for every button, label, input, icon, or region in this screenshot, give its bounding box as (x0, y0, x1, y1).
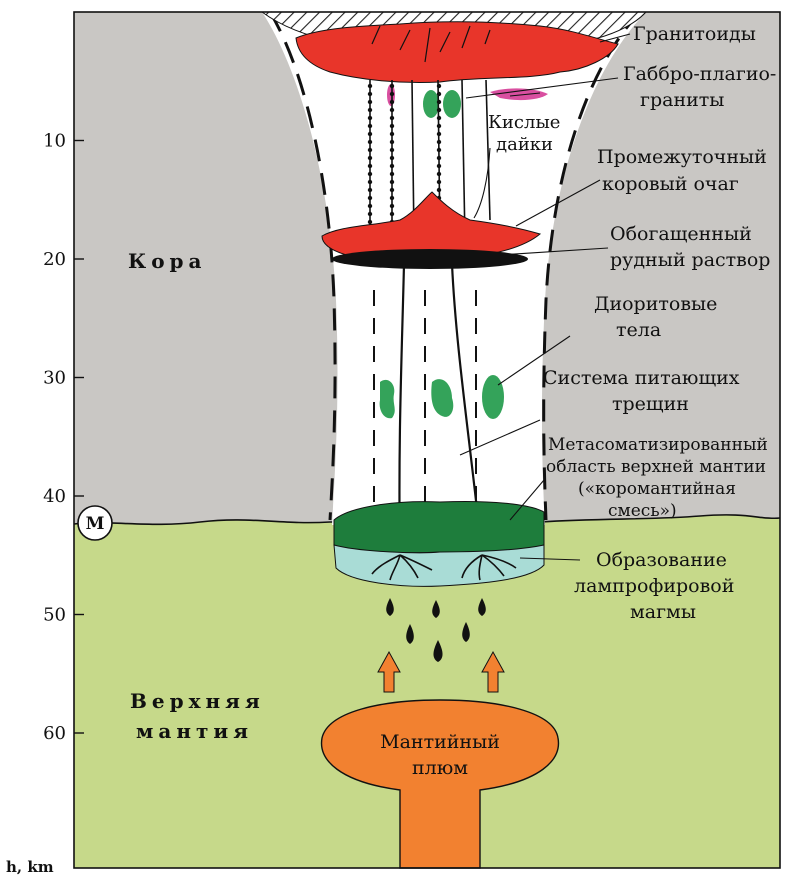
label-metasom-line2: область верхней мантии (546, 457, 766, 477)
dike-bead (437, 100, 441, 104)
dike-bead (368, 212, 372, 216)
dike-bead (390, 204, 394, 208)
ore-fluid-lens (332, 249, 528, 269)
label-lamprophyre-line2: лампрофировой (574, 575, 734, 597)
label-acid-dikes-line2: дайки (496, 134, 553, 155)
dike-bead (368, 196, 372, 200)
dike-bead (390, 156, 394, 160)
label-granitoids: Гранитоиды (633, 23, 756, 45)
label-intermediate-line1: Промежуточный (597, 146, 767, 168)
dike-bead (390, 84, 394, 88)
dike-bead (390, 212, 394, 216)
dike-bead (368, 148, 372, 152)
dike-bead (368, 180, 372, 184)
label-diorite-line2: тела (616, 319, 661, 341)
dike-bead (368, 84, 372, 88)
metasomatized-zone (334, 501, 544, 552)
dike-bead (368, 132, 372, 136)
dike-bead (437, 188, 441, 192)
label-diorite-line1: Диоритовые (594, 293, 717, 315)
dike-bead (437, 156, 441, 160)
mantle-label-line1: Верхняя (130, 689, 265, 713)
depth-tick-label: 50 (43, 605, 66, 626)
dike-bead (437, 124, 441, 128)
moho-marker-label: M (86, 514, 105, 534)
dike-bead (437, 180, 441, 184)
mantle-label-line2: мантия (136, 719, 253, 743)
dike-bead (390, 180, 394, 184)
dike-bead (390, 196, 394, 200)
label-intermediate-line2: коровый очаг (602, 173, 739, 195)
diorite-body-3 (482, 375, 504, 419)
dike-bead (437, 84, 441, 88)
diorite-body-1 (380, 380, 395, 418)
dike-bead (390, 124, 394, 128)
label-gabbro-line2: граниты (640, 89, 724, 111)
dike-bead (368, 124, 372, 128)
dike-bead (390, 132, 394, 136)
dike-bead (368, 156, 372, 160)
dike-bead (390, 164, 394, 168)
gabbro-green-2 (443, 90, 461, 118)
dike-bead (390, 108, 394, 112)
label-acid-dikes-line1: Кислые (488, 112, 560, 133)
dike-bead (437, 132, 441, 136)
label-ore-line1: Обогащенный (610, 223, 752, 245)
dike-bead (368, 116, 372, 120)
depth-tick-label: 10 (43, 131, 66, 152)
dike-bead (390, 188, 394, 192)
dike-bead (437, 108, 441, 112)
dike-bead (368, 140, 372, 144)
dike-bead (368, 220, 372, 224)
label-metasom-line1: Метасоматизированный (548, 435, 768, 455)
gabbro-green-1 (423, 90, 439, 118)
dike-bead (437, 140, 441, 144)
dike-bead (390, 140, 394, 144)
label-metasom-line4: смесь») (608, 501, 677, 521)
dike-bead (390, 116, 394, 120)
label-ore-line2: рудный раствор (610, 249, 770, 271)
label-feeder-line2: трещин (612, 393, 689, 415)
label-lamprophyre-line3: магмы (630, 601, 696, 623)
label-plume-line1: Мантийный (380, 731, 500, 753)
dike-bead (368, 100, 372, 104)
depth-tick-label: 40 (43, 486, 66, 507)
depth-tick-label: 30 (43, 368, 66, 389)
dike-bead (437, 148, 441, 152)
dike-bead (437, 164, 441, 168)
label-gabbro-line1: Габбро-плагио- (623, 63, 776, 85)
dike-bead (368, 204, 372, 208)
depth-tick-label: 20 (43, 249, 66, 270)
dike-bead (437, 116, 441, 120)
crust-label: Кора (128, 249, 206, 273)
dike-bead (368, 92, 372, 96)
dike-bead (390, 100, 394, 104)
label-metasom-line3: («коромантийная (578, 479, 736, 499)
dike-bead (368, 164, 372, 168)
dike-bead (437, 92, 441, 96)
dike-bead (390, 172, 394, 176)
dike-bead (368, 188, 372, 192)
depth-tick-label: 60 (43, 723, 66, 744)
depth-unit-label: h, km (6, 858, 54, 876)
dike-bead (390, 148, 394, 152)
label-lamprophyre-line1: Образование (596, 549, 727, 571)
dike-bead (368, 172, 372, 176)
dike-bead (437, 172, 441, 176)
dike-bead (368, 108, 372, 112)
dike-bead (390, 92, 394, 96)
label-feeder-line1: Система питающих (543, 367, 740, 389)
label-plume-line2: плюм (412, 757, 468, 779)
